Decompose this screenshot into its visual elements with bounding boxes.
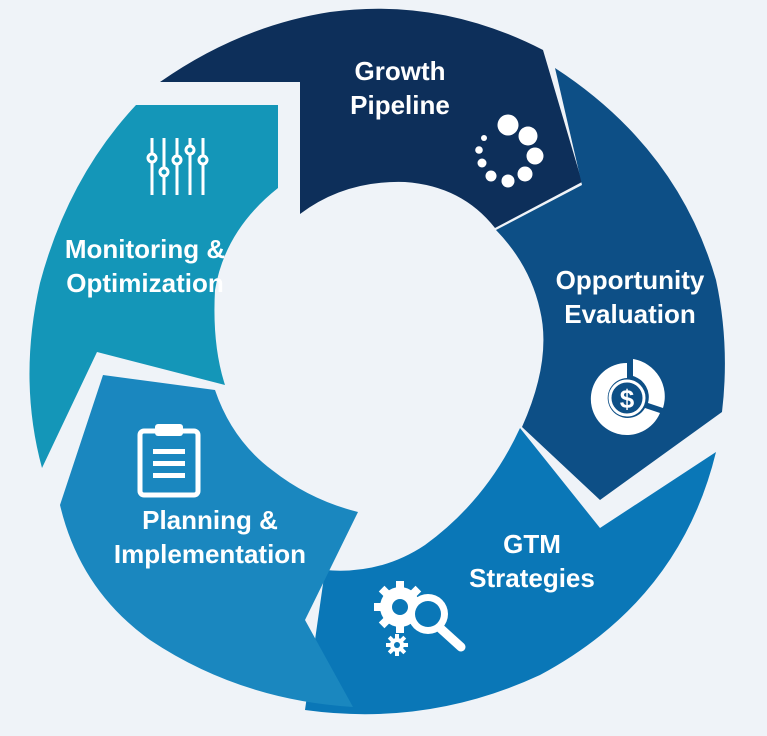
label-growth-pipeline: Growth Pipeline	[320, 54, 480, 122]
label-line: Evaluation	[564, 299, 696, 329]
loading-dots-icon	[475, 114, 544, 188]
segment-opportunity-evaluation	[496, 68, 725, 500]
label-monitoring-optimization: Monitoring & Optimization	[50, 232, 240, 300]
gear-magnifier-icon	[374, 581, 466, 656]
label-line: Opportunity	[555, 265, 705, 295]
label-planning-implementation: Planning & Implementation	[95, 503, 325, 571]
svg-text:$: $	[620, 384, 635, 414]
segment-growth-pipeline	[160, 8, 582, 228]
segment-monitoring-optimization	[29, 105, 279, 468]
label-line: Strategies	[469, 563, 595, 593]
label-opportunity-evaluation: Opportunity Evaluation	[530, 263, 730, 331]
segment-gtm-strategies	[305, 428, 716, 715]
clipboard-icon	[137, 424, 201, 498]
dollar-donut-chart-icon: $	[590, 359, 665, 435]
label-line: Planning &	[142, 505, 278, 535]
label-line: Pipeline	[350, 90, 450, 120]
label-line: Growth	[354, 56, 446, 86]
label-line: Implementation	[113, 539, 307, 569]
segment-planning-implementation	[60, 375, 358, 707]
label-line: Monitoring &	[64, 234, 226, 264]
label-line: GTM	[503, 529, 561, 559]
label-line: Optimization	[66, 268, 224, 298]
label-gtm-strategies: GTM Strategies	[442, 527, 622, 595]
equalizer-sliders-icon	[146, 138, 209, 195]
